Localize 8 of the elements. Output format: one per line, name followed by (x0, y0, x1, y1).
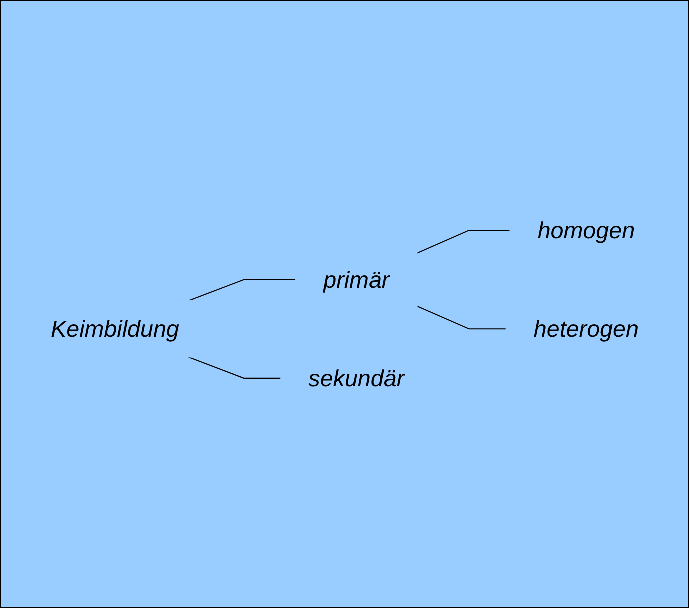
node-text: sekundär (308, 364, 404, 392)
node-text: primär (323, 266, 390, 293)
connector (416, 305, 506, 330)
node-text: Keimbildung (50, 315, 179, 342)
node-text: heterogen (533, 315, 638, 342)
node-text: homogen (537, 216, 635, 244)
connector (188, 356, 281, 378)
connector (416, 230, 510, 254)
